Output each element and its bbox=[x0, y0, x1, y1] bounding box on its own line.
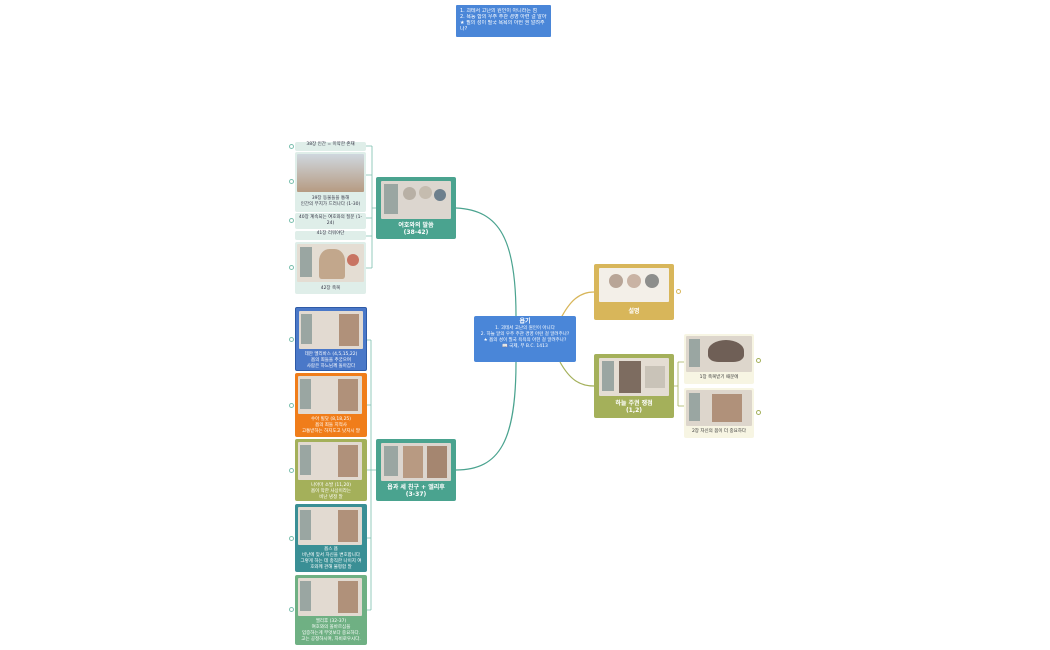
subtopic-ch42-label: 42장 축복 bbox=[320, 286, 341, 291]
card-line-2: 욥의 죄들 지적사 bbox=[315, 423, 347, 428]
topic-heavenly-sovereignty[interactable]: 하늘 주권 쟁점 (1,2) bbox=[594, 354, 674, 418]
storm-image bbox=[297, 154, 364, 192]
topic-explanation[interactable]: 설명 bbox=[594, 264, 674, 320]
subtopic-ch39-line2: 인간의 무지가 드러나다 (1-30) bbox=[300, 202, 361, 207]
card-elihu[interactable]: 엘리후 (32-37) 여호와의 올바르심을 입증하는게 무엇보다 중요하다. … bbox=[295, 575, 367, 645]
note-box[interactable]: 1. 괴테서 고난의 원인이 아니라는 점 2. 욕능 합의 우주 주관 경영 … bbox=[456, 5, 551, 37]
blessing-image bbox=[297, 244, 364, 282]
topic-title-line1: 여호와의 말씀 bbox=[398, 222, 434, 229]
connector-lower-branch bbox=[366, 339, 376, 611]
connector-sov-branch bbox=[674, 361, 684, 407]
subtopic-ch38[interactable]: 38장 인간 = 미약한 존재 bbox=[295, 142, 366, 151]
card-line-2: 욥이 악한 사상이라는 bbox=[310, 489, 352, 494]
card-image bbox=[298, 578, 362, 616]
subtopic-ch39-line1: 39장 동물들을 통해 bbox=[311, 196, 350, 201]
connector-central-to-sovereignty bbox=[559, 361, 595, 387]
subtopic-ch2[interactable]: 2장 자신의 몸이 더 중요하다 bbox=[684, 388, 754, 438]
collapse-toggle-icon[interactable] bbox=[289, 265, 294, 270]
note-line-3: ★ 필의 성이 필국 욕욕의 아헌 권 알려주 bbox=[460, 20, 545, 26]
subtopic-ch1[interactable]: 1장 축복받기 때문에 bbox=[684, 334, 754, 384]
card-line-2: 비난에 맞서 자신을 변호합니다 bbox=[301, 553, 361, 558]
subtopic-image bbox=[686, 390, 752, 426]
subtopic-ch1-label: 1장 축복받기 때문에 bbox=[699, 375, 739, 380]
collapse-toggle-icon[interactable] bbox=[289, 536, 294, 541]
subtopic-ch40[interactable]: 40장 계속되는 여호와의 질문 (1- 24) bbox=[295, 213, 366, 229]
card-line-1: 욥스 욥 bbox=[324, 547, 338, 552]
topic-title: 설명 bbox=[628, 308, 640, 315]
card-line-3: 사람은 하느님께 돌아갑다 bbox=[306, 364, 356, 369]
card-zophar[interactable]: 나아마 소발 (11,20) 욥이 악한 사상이라는 비난 냉정 말 bbox=[295, 439, 367, 501]
card-line-4: 호와께 관해 불평합 말 bbox=[310, 565, 352, 570]
connector-central-to-explain bbox=[559, 291, 595, 321]
topic-title-line2: (1,2) bbox=[625, 407, 643, 414]
card-line-1: 나아마 소발 (11,20) bbox=[311, 483, 351, 488]
topic-title-line2: (38-42) bbox=[403, 229, 429, 236]
connector-upper-branch bbox=[366, 145, 376, 269]
collapse-toggle-icon[interactable] bbox=[289, 403, 294, 408]
central-line-2: 2. 하늘 알의 우주 주관 경영 아런 걸 알려주나? bbox=[480, 332, 570, 337]
topic-words-of-jehovah[interactable]: 여호와의 말씀 (38-42) bbox=[376, 177, 456, 239]
card-line-3: 입증하는게 무엇보다 중요하다. bbox=[301, 631, 361, 636]
card-line-3: 고통받하는 하지도고 낫지시 말 bbox=[301, 429, 361, 434]
central-line-1: 1. 괴테서 고난의 원인이 아니다 bbox=[495, 326, 555, 331]
collapse-toggle-icon[interactable] bbox=[289, 607, 294, 612]
central-topic[interactable]: 욥기 1. 괴테서 고난의 원인이 아니다 2. 하늘 알의 우주 주관 경영 … bbox=[474, 316, 576, 362]
subtopic-ch40-line2: 24) bbox=[326, 220, 335, 226]
expand-toggle-icon[interactable] bbox=[756, 410, 761, 415]
topic-title-line2: (3-37) bbox=[405, 491, 427, 498]
topic-image bbox=[381, 443, 451, 481]
card-line-3: 그렇게 하는 데 충직한 나이지 여 bbox=[300, 559, 362, 564]
note-line-1: 1. 괴테서 고난의 원인이 아니라는 점 bbox=[460, 8, 538, 14]
card-bildad[interactable]: 수아 빌닷 (8,18,25) 욥의 죄들 지적사 고통받하는 하지도고 낫지시… bbox=[295, 373, 367, 437]
card-image bbox=[298, 376, 362, 414]
topic-job-and-friends[interactable]: 욥과 세 친구 + 엘리후 (3-37) bbox=[376, 439, 456, 501]
central-line-4: 📖 국제, 부 B.C. 1413 bbox=[502, 344, 548, 349]
note-line-4: 나? bbox=[460, 26, 468, 32]
subtopic-ch2-label: 2장 자신의 몸이 더 중요하다 bbox=[691, 429, 747, 434]
connector-central-to-lower bbox=[455, 361, 517, 471]
card-image bbox=[298, 442, 362, 480]
card-line-1: 데만 엘리바스 (4,5,15,22) bbox=[304, 352, 358, 357]
card-eliphaz[interactable]: 데만 엘리바스 (4,5,15,22) 욥의 죄들을 추궁으며 사람은 하느님께… bbox=[295, 307, 367, 371]
topic-image bbox=[599, 268, 669, 302]
expand-toggle-icon[interactable] bbox=[756, 358, 761, 363]
card-line-1: 엘리후 (32-37) bbox=[315, 619, 347, 624]
subtopic-ch41-label: 41장 리워야단 bbox=[316, 231, 345, 236]
card-line-2: 욥의 죄들을 추궁으며 bbox=[310, 358, 352, 363]
central-title: 욥기 bbox=[519, 318, 531, 325]
subtopic-ch40-line1: 40장 계속되는 여호와의 질문 (1- bbox=[298, 215, 363, 220]
subtopic-ch42[interactable]: 42장 축복 bbox=[295, 242, 366, 294]
card-image bbox=[298, 507, 362, 545]
card-line-2: 여호와의 올바르심을 bbox=[311, 625, 351, 630]
note-line-2: 2. 욕능 합의 우주 주관 경영 아련 걸 알아? bbox=[460, 14, 547, 20]
topic-title-line1: 욥과 세 친구 + 엘리후 bbox=[387, 484, 445, 491]
connector-central-to-upper bbox=[455, 207, 517, 317]
collapse-toggle-icon[interactable] bbox=[289, 468, 294, 473]
collapse-toggle-icon[interactable] bbox=[289, 218, 294, 223]
card-image bbox=[299, 311, 363, 349]
topic-image bbox=[381, 181, 451, 219]
subtopic-ch38-label: 38장 인간 = 미약한 존재 bbox=[306, 142, 355, 147]
subtopic-image bbox=[686, 336, 752, 372]
collapse-toggle-icon[interactable] bbox=[289, 144, 294, 149]
card-job[interactable]: 욥스 욥 비난에 맞서 자신을 변호합니다 그렇게 하는 데 충직한 나이지 여… bbox=[295, 504, 367, 572]
central-line-3: ★ 욥의 성이 필국 욕욕의 아헌 걸 알려주나? bbox=[483, 338, 567, 343]
card-line-3: 비난 냉정 말 bbox=[319, 495, 343, 500]
collapse-toggle-icon[interactable] bbox=[289, 337, 294, 342]
topic-title-line1: 하늘 주권 쟁점 bbox=[615, 400, 653, 407]
card-line-4: 고는 공정하시며, 자비로우시다. bbox=[301, 637, 361, 642]
subtopic-ch39[interactable]: 39장 동물들을 통해 인간의 무지가 드러나다 (1-30) bbox=[295, 152, 366, 212]
expand-toggle-icon[interactable] bbox=[676, 289, 681, 294]
subtopic-ch41[interactable]: 41장 리워야단 bbox=[295, 231, 366, 240]
topic-image bbox=[599, 358, 669, 396]
collapse-toggle-icon[interactable] bbox=[289, 179, 294, 184]
card-line-1: 수아 빌닷 (8,18,25) bbox=[310, 417, 352, 422]
